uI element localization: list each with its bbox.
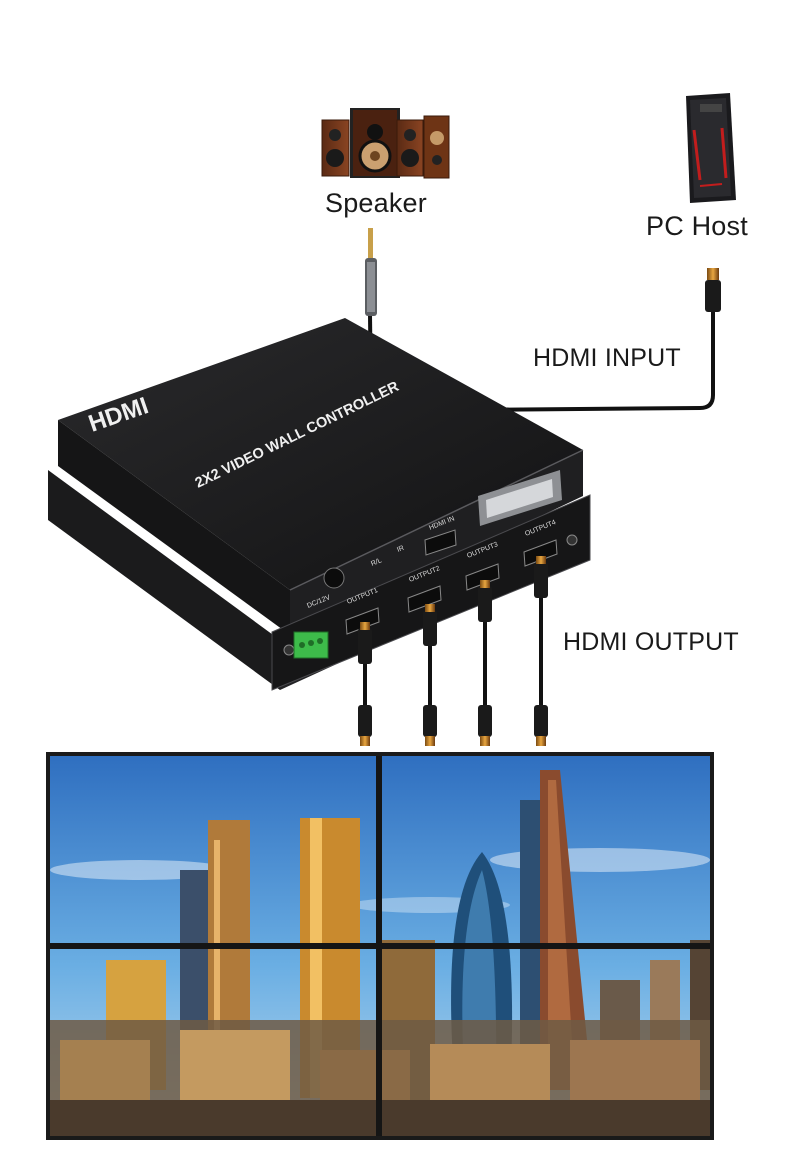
output-cable-3 <box>478 580 492 746</box>
output-cable-4 <box>534 556 548 746</box>
speaker-label: Speaker <box>325 188 427 218</box>
output-cable-2 <box>423 604 437 746</box>
output-cable-1 <box>358 622 372 746</box>
port-label-audio: R/L <box>370 557 383 568</box>
port-label-ir: IR <box>396 545 405 554</box>
hdmi-input-label: HDMI INPUT <box>533 344 681 372</box>
hdmi-output-label: HDMI OUTPUT <box>563 628 739 656</box>
pc-host-label: PC Host <box>646 211 748 241</box>
pc-tower-icon <box>686 93 736 203</box>
video-wall <box>46 752 714 1140</box>
video-wall-controller: HDMI 2X2 VIDEO WALL CONTROLLER R/L IR HD… <box>48 318 591 691</box>
speaker-system-icon <box>321 108 450 179</box>
hdmi-output-cables <box>358 556 548 746</box>
